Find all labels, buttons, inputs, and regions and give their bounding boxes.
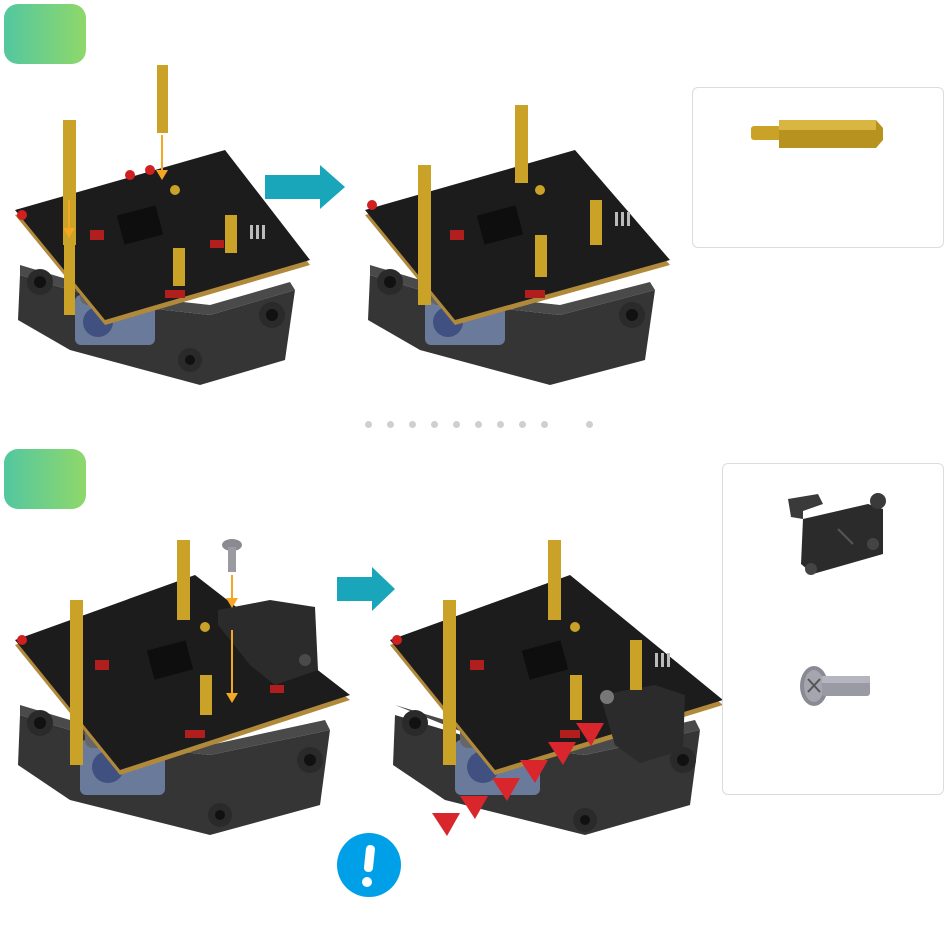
separator-dot <box>409 421 416 428</box>
separator-dot <box>475 421 482 428</box>
separator-dot <box>387 421 394 428</box>
exclamation-icon <box>336 832 402 898</box>
separator-dot <box>519 421 526 428</box>
separator-dot <box>431 421 438 428</box>
step-1-parts-box <box>692 87 944 248</box>
step-separator <box>360 419 600 433</box>
step-1-arrow-icon <box>265 165 347 209</box>
separator-dot <box>365 421 372 428</box>
step-2-badge <box>4 449 86 509</box>
step-1-badge <box>4 4 86 64</box>
warning-arrows-icon <box>430 718 610 838</box>
servo-bracket-icon <box>783 489 888 584</box>
step-1-assembly-before <box>10 60 320 395</box>
screw-icon <box>798 664 873 712</box>
step-1-assembly-after <box>360 100 680 395</box>
separator-dot <box>497 421 504 428</box>
step-2-assembly-before <box>10 535 355 845</box>
separator-dot <box>453 421 460 428</box>
separator-dot <box>541 421 548 428</box>
brass-standoff-icon <box>751 118 886 150</box>
step-2-parts-box <box>722 463 944 795</box>
separator-dot <box>586 421 593 428</box>
